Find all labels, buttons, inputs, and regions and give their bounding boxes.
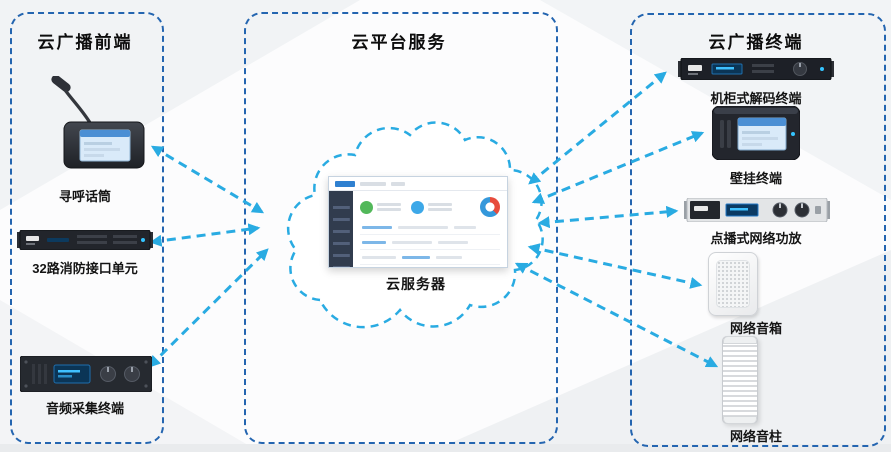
network-column-image [722, 336, 758, 424]
cloud-server-label: 云服务器 [386, 276, 446, 292]
dashboard-header-item [391, 181, 405, 186]
table-row [360, 220, 500, 235]
cloud-dashboard-screenshot [328, 176, 508, 268]
network-amplifier-image [684, 197, 830, 223]
table-row [360, 250, 500, 265]
label-rack-decoder-terminal: 机柜式解码终端 [710, 91, 802, 106]
dashboard-donut-chart [480, 197, 500, 217]
panel-terminal-title: 云广播终端 [708, 33, 804, 52]
dashboard-header [329, 177, 507, 191]
audio-capture-terminal-image [19, 355, 153, 393]
dashboard-logo [335, 180, 355, 187]
rack-decoder-terminal-image [678, 57, 834, 81]
label-network-speaker: 网络音箱 [729, 321, 782, 336]
network-speaker-image [708, 252, 758, 316]
label-network-column: 网络音柱 [729, 429, 782, 444]
panel-platform-title: 云平台服务 [351, 33, 447, 52]
fire-interface-unit-image [17, 229, 153, 251]
dashboard-stats-row [360, 194, 500, 220]
label-paging-microphone: 寻呼话筒 [58, 189, 111, 204]
speaker-grille [716, 260, 750, 308]
dashboard-header-item [360, 181, 386, 186]
panel-frontend-title: 云广播前端 [37, 33, 133, 52]
panel-terminal [630, 13, 886, 447]
stat-icon-green [360, 200, 373, 214]
stat-icon-blue [411, 200, 424, 214]
dashboard-body [329, 191, 507, 267]
label-wall-terminal: 壁挂终端 [729, 171, 782, 186]
dashboard-main [353, 191, 507, 267]
dashboard-sidebar [329, 191, 353, 267]
wall-terminal-image [711, 105, 801, 161]
dashboard-stat-green [360, 200, 401, 214]
column-top-cap [723, 336, 757, 344]
dashboard-table [360, 220, 500, 265]
label-fire-interface-unit: 32路消防接口单元 [32, 261, 138, 276]
dashboard-stat-blue [411, 200, 452, 214]
label-network-amplifier: 点播式网络功放 [710, 231, 802, 246]
table-row [360, 235, 500, 250]
label-audio-capture-terminal: 音频采集终端 [45, 401, 124, 416]
paging-microphone-image [40, 74, 155, 173]
column-bottom-cap [723, 416, 757, 424]
